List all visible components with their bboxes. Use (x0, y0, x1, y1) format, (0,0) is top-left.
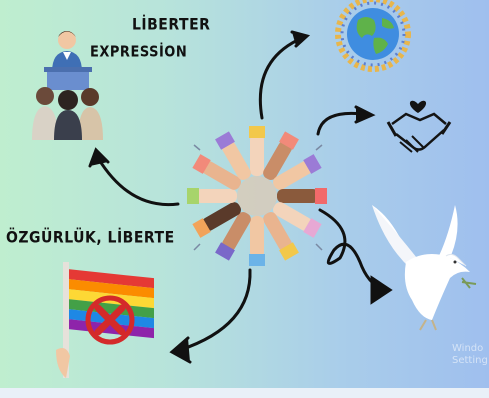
arrow-to-handshake (316, 111, 364, 136)
arrow-to-flag (178, 268, 252, 352)
rainbow-flag-icon (56, 262, 154, 378)
hands-circle-icon (187, 126, 327, 266)
bottom-band (0, 388, 489, 398)
speaker-podium-icon (32, 31, 103, 140)
arrow-to-dove (318, 208, 386, 292)
arrows (88, 30, 393, 364)
globe-people-icon (335, 0, 411, 72)
arrow-to-speaker (96, 156, 180, 207)
label-ozgurluk-liberte: ÖZGÜRLÜK, LİBERTE (6, 228, 175, 248)
label-liberter: LİBERTER (132, 15, 211, 35)
arrow-to-globe (258, 36, 304, 120)
handshake-heart-icon (386, 100, 452, 153)
label-expression: EXPRESSİON (90, 43, 188, 62)
dove-icon (372, 205, 477, 331)
watermark-text: Windo Setting (452, 343, 488, 366)
